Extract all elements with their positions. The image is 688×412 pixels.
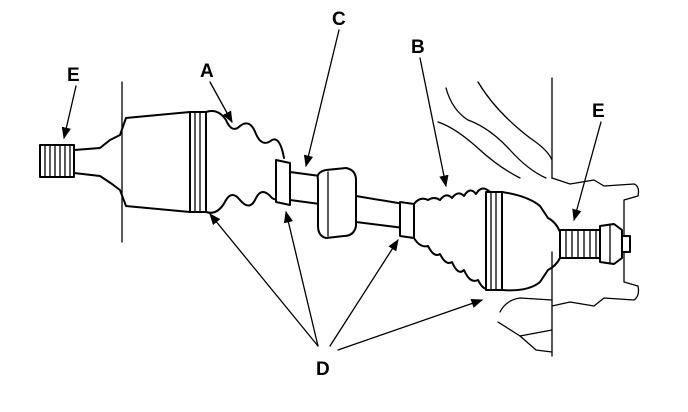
- outboard-boot: [413, 187, 491, 290]
- callout-b: B: [411, 37, 425, 58]
- steering-knuckle-outline: [437, 77, 640, 357]
- outboard-band-clamp: [399, 201, 415, 239]
- right-spline-stub: [559, 223, 631, 265]
- callout-c: C: [332, 9, 346, 30]
- outboard-joint-housing: [485, 191, 561, 292]
- callout-e-right: E: [592, 101, 605, 122]
- inboard-band-clamp: [275, 159, 291, 206]
- center-shaft: [289, 167, 405, 239]
- callout-e-left: E: [67, 65, 80, 86]
- inboard-boot: [205, 110, 285, 214]
- inboard-joint-housing: [73, 111, 207, 213]
- left-spline-stub: [39, 144, 75, 178]
- leader-lines: [61, 29, 602, 351]
- callout-a: A: [200, 61, 214, 82]
- callout-d: D: [316, 359, 330, 380]
